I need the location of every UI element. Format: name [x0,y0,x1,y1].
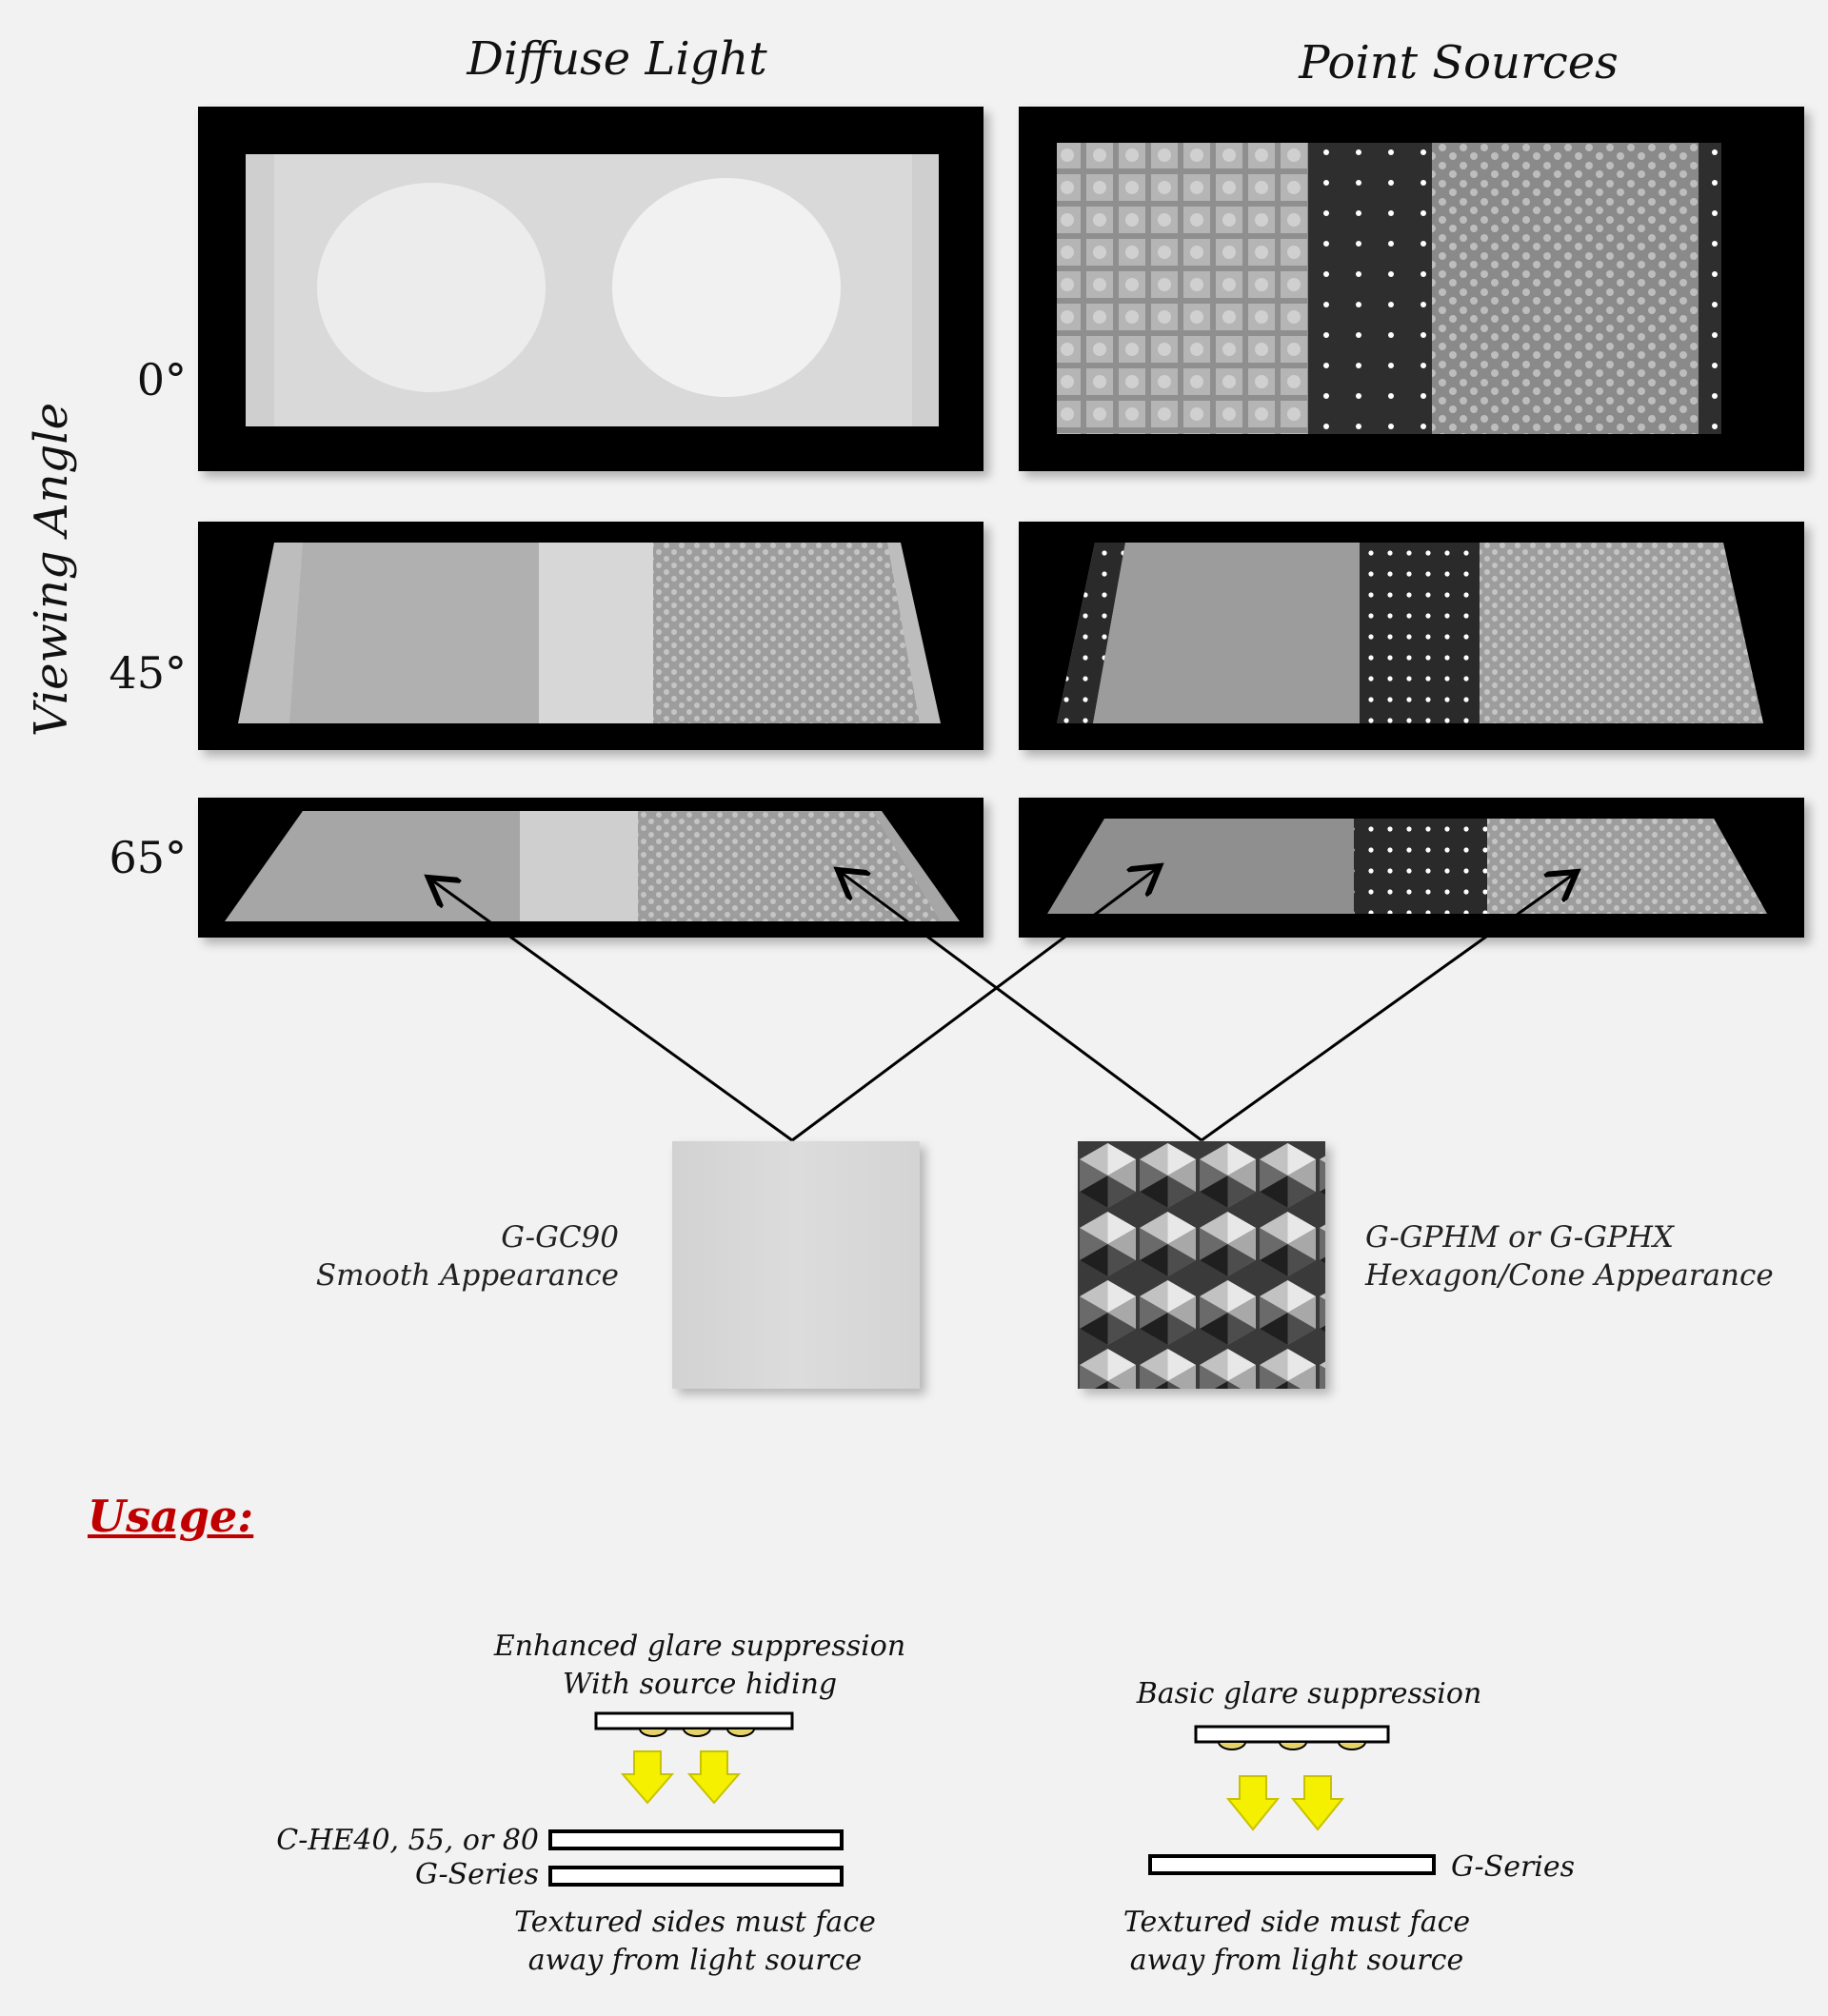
basic-title: Basic glare suppression [1136,1677,1482,1710]
basic-light-source [1194,1725,1390,1831]
smooth-sample-swatch [672,1141,920,1389]
enhanced-layer-1-label: C-HE40, 55, or 80 [276,1824,539,1857]
basic-note-line-1: Textured side must face [1123,1906,1471,1939]
enhanced-light-source [594,1711,794,1805]
arrow-smooth-to-point [791,866,1160,1142]
enhanced-film-stack [548,1829,844,1887]
basic-film [1148,1854,1436,1875]
basic-note-line-2: away from light source [1129,1944,1464,1977]
down-arrow-icon [686,1750,742,1805]
enhanced-title: Enhanced glare suppression With source h… [457,1628,943,1704]
diffuse-light-title: Diffuse Light [467,32,767,86]
point-sources-title: Point Sources [1299,36,1619,89]
down-arrow-icon [620,1750,675,1805]
point-45-panel [1019,522,1804,750]
basic-note: Textured side must face away from light … [1078,1904,1516,1980]
usage-heading: Usage: [88,1491,254,1542]
angle-label-45: 45° [109,647,187,699]
enhanced-note: Textured sides must face away from light… [476,1904,914,1980]
hex-code: G-GPHM or G-GPHX [1365,1220,1674,1255]
diffuse-45-panel [198,522,984,750]
hex-desc: Hexagon/Cone Appearance [1365,1258,1774,1293]
point-0-panel [1019,107,1804,471]
hex-sample-swatch [1078,1141,1325,1389]
smooth-desc: Smooth Appearance [315,1258,619,1293]
enhanced-title-line-2: With source hiding [562,1668,838,1701]
diffuse-65-panel [198,798,984,938]
smooth-material-label: G-GC90 Smooth Appearance [286,1218,619,1295]
down-arrow-icon [1225,1775,1281,1831]
enhanced-layer-labels: C-HE40, 55, or 80 G-Series [276,1824,539,1892]
arrow-hex-to-diffuse [838,870,1202,1142]
smooth-code: G-GC90 [501,1220,619,1255]
enhanced-note-line-1: Textured sides must face [514,1906,876,1939]
angle-label-0: 0° [136,354,187,405]
arrow-smooth-to-diffuse [428,878,793,1142]
enhanced-layer-2-label: G-Series [414,1858,539,1891]
arrow-hex-to-point [1201,872,1577,1142]
basic-layer-label: G-Series [1451,1850,1576,1884]
angle-label-65: 65° [109,832,187,883]
hex-material-label: G-GPHM or G-GPHX Hexagon/Cone Appearance [1365,1218,1775,1295]
down-arrow-icon [1290,1775,1345,1831]
enhanced-note-line-2: away from light source [527,1944,863,1977]
diffuse-0-panel [198,107,984,471]
enhanced-title-line-1: Enhanced glare suppression [493,1630,906,1663]
